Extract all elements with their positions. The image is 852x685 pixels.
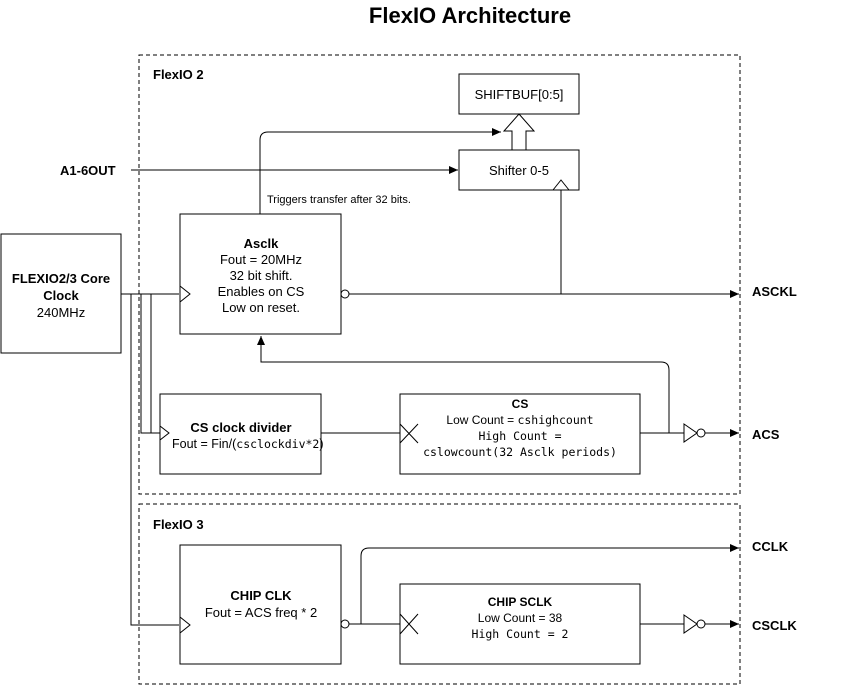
- core-clock-freq: 240MHz: [37, 305, 85, 320]
- shifter-clock-input-icon: [552, 179, 570, 191]
- csclk-inverter-icon: [683, 614, 698, 634]
- asclk-line-3: Enables on CS: [218, 284, 305, 299]
- chip-sclk-title: CHIP SCLK: [488, 595, 553, 609]
- flexio3-label: FlexIO 3: [153, 517, 204, 532]
- cs-divider-formula: Fout = Fin/(csclockdiv*2): [172, 437, 324, 451]
- core-to-chipclk-wire: [130, 294, 179, 626]
- shifter-to-shiftbuf-arrow: [502, 113, 536, 151]
- asclk-line-4: Low on reset.: [222, 300, 300, 315]
- chip-sclk-line-1: Low Count = 38: [478, 611, 563, 625]
- chip-clk-block: [179, 544, 342, 665]
- asclk-block: [179, 213, 342, 335]
- cs-divider-title: CS clock divider: [190, 420, 291, 435]
- core-to-csdivider-wire-a: [140, 294, 160, 434]
- chip-sclk-line-2: High Count = 2: [472, 627, 569, 641]
- chip-clk-inverted-output-icon: [340, 619, 350, 629]
- asclk-line-2: 32 bit shift.: [230, 268, 293, 283]
- flexio2-group: [138, 54, 741, 495]
- cs-divider-block: [159, 393, 322, 475]
- csclk-inverter-bubble-icon: [696, 619, 706, 629]
- cs-line-1: Low Count = cshighcount: [446, 413, 593, 427]
- asckl-label: ASCKL: [752, 284, 797, 299]
- shifter-label: Shifter 0-5: [489, 163, 549, 178]
- cs-line-2: High Count =: [478, 429, 561, 443]
- cs-divider-clock-input-icon: [159, 425, 170, 441]
- chip-clk-clock-input-icon: [179, 616, 191, 634]
- shifter-block: [458, 149, 580, 191]
- cs-line-3: cslowcount(32 Asclk periods): [423, 445, 617, 459]
- trigger-wire: [259, 128, 501, 214]
- chip-clk-line-1: Fout = ACS freq * 2: [205, 605, 317, 620]
- flexio2-label: FlexIO 2: [153, 67, 204, 82]
- acs-inverter-bubble-icon: [696, 428, 706, 438]
- cs-clock-input-icon: [399, 423, 419, 444]
- cs-feedback-wire: [257, 336, 670, 433]
- core-clock-block: [0, 233, 122, 354]
- cs-block: [399, 393, 641, 475]
- cclk-label: CCLK: [752, 539, 789, 554]
- acs-label: ACS: [752, 427, 780, 442]
- chip-sclk-clock-input-icon: [399, 613, 419, 635]
- acs-inverter-icon: [683, 423, 698, 443]
- core-clock-title-1: FLEXIO2/3 Core: [12, 271, 110, 286]
- shiftbuf-block: [458, 73, 580, 115]
- cs-title: CS: [512, 397, 529, 411]
- flexio3-group: [138, 503, 741, 685]
- trigger-annotation: Triggers transfer after 32 bits.: [267, 194, 411, 206]
- csclk-label: CSCLK: [752, 618, 797, 633]
- cclk-wire: [349, 544, 739, 625]
- asclk-clock-input-icon: [179, 285, 191, 303]
- shiftbuf-label: SHIFTBUF[0:5]: [475, 87, 564, 102]
- chip-clk-title: CHIP CLK: [230, 588, 292, 603]
- core-clock-title-2: Clock: [43, 288, 79, 303]
- a1-6out-label: A1-6OUT: [60, 163, 116, 178]
- asclk-line-1: Fout = 20MHz: [220, 252, 302, 267]
- asclk-title: Asclk: [244, 236, 279, 251]
- diagram-title: FlexIO Architecture: [369, 3, 571, 28]
- asclk-inverted-output-icon: [340, 289, 350, 299]
